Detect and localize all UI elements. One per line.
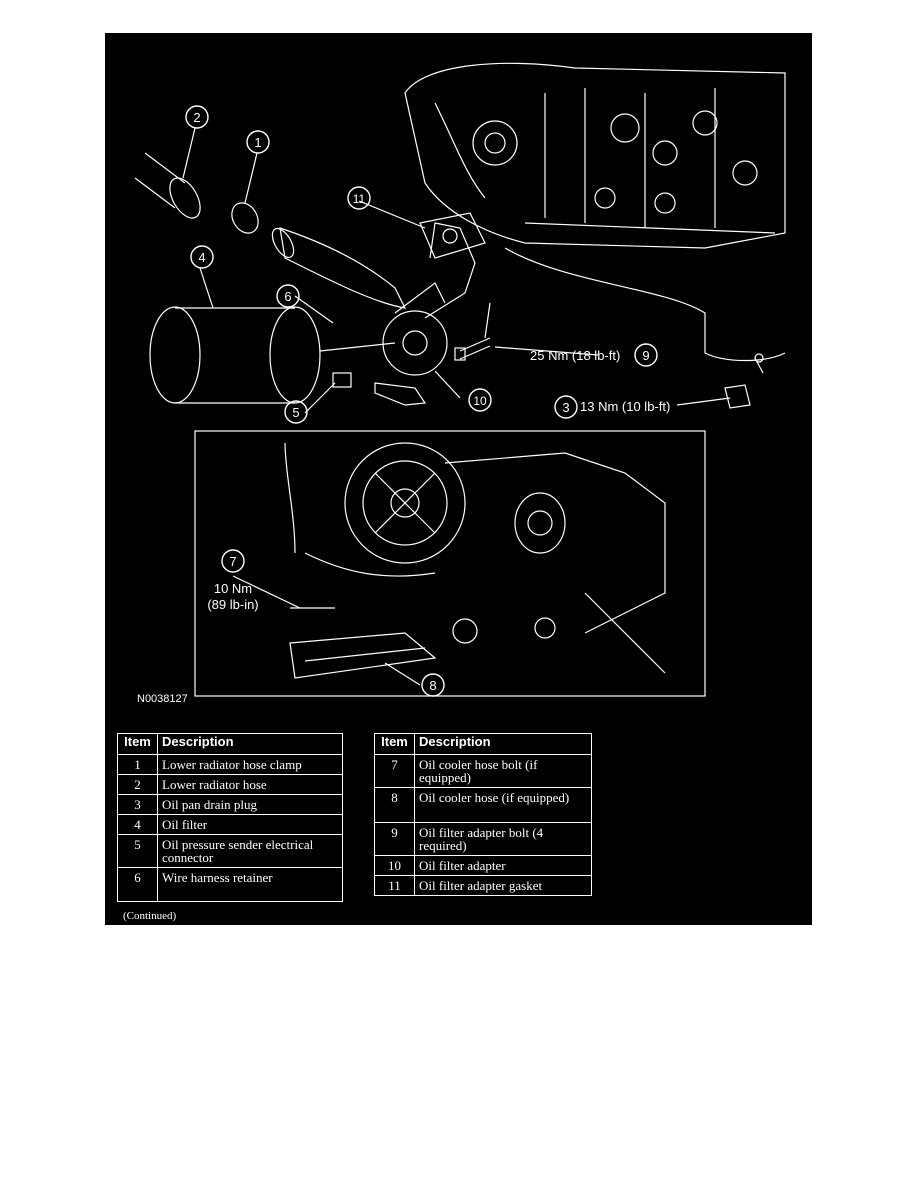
row-item: 6 bbox=[117, 867, 158, 902]
callout-7: 7 bbox=[229, 554, 236, 569]
row-item: 2 bbox=[117, 774, 158, 795]
radiator-hose-drawing bbox=[134, 152, 407, 309]
continued-note: (Continued) bbox=[123, 910, 177, 922]
callout-5: 5 bbox=[292, 405, 299, 420]
header-item: Item bbox=[374, 733, 415, 755]
callout-10: 10 bbox=[473, 394, 487, 408]
engine-illustration: 1 2 3 13 Nm (10 lb-ft) 4 5 6 7 10 Nm (89… bbox=[134, 62, 786, 697]
row-description: Oil pan drain plug bbox=[157, 794, 343, 815]
table-header-row: Item Description bbox=[117, 733, 343, 755]
callout-numbers: 1 2 3 13 Nm (10 lb-ft) 4 5 6 7 10 Nm (89… bbox=[193, 110, 670, 693]
adapter-bolt-drawing bbox=[454, 302, 491, 361]
callout-1: 1 bbox=[254, 135, 261, 150]
row-item: 9 bbox=[374, 822, 415, 856]
row-description: Oil filter adapter gasket bbox=[414, 875, 592, 896]
row-description: Wire harness retainer bbox=[157, 867, 343, 902]
row-description: Oil filter bbox=[157, 814, 343, 835]
oil-filter-adapter-drawing bbox=[319, 222, 476, 376]
gasket-drawing bbox=[419, 212, 486, 259]
row-description: Lower radiator hose bbox=[157, 774, 343, 795]
row-description: Oil cooler hose bolt (if equipped) bbox=[414, 754, 592, 788]
row-description: Oil pressure sender electrical connector bbox=[157, 834, 343, 868]
engine-block-drawing bbox=[404, 62, 786, 362]
callout-4: 4 bbox=[198, 250, 205, 265]
table-header-row: Item Description bbox=[374, 733, 592, 755]
row-item: 10 bbox=[374, 855, 415, 876]
callout-3: 3 bbox=[562, 400, 569, 415]
row-item: 1 bbox=[117, 754, 158, 775]
callout-2: 2 bbox=[193, 110, 200, 125]
callout-3-torque: 13 Nm (10 lb-ft) bbox=[580, 399, 670, 414]
callout-circles bbox=[185, 105, 658, 697]
row-item: 3 bbox=[117, 794, 158, 815]
row-item: 4 bbox=[117, 814, 158, 835]
callout-9: 9 bbox=[642, 348, 649, 363]
callout-9-torque: 25 Nm (18 lb-ft) bbox=[530, 348, 620, 363]
leader-lines bbox=[182, 127, 731, 686]
inset-detail-drawing bbox=[194, 430, 706, 697]
row-item: 7 bbox=[374, 754, 415, 788]
row-description: Lower radiator hose clamp bbox=[157, 754, 343, 775]
row-item: 5 bbox=[117, 834, 158, 868]
callout-6: 6 bbox=[284, 289, 291, 304]
row-item: 11 bbox=[374, 875, 415, 896]
row-description: Oil filter adapter bolt (4 required) bbox=[414, 822, 592, 856]
figure-id: N0038127 bbox=[137, 693, 188, 705]
sender-connector-drawing bbox=[332, 372, 427, 406]
callout-7-torque-line2: (89 lb-in) bbox=[207, 597, 258, 612]
row-description: Oil filter adapter bbox=[414, 855, 592, 876]
callout-8: 8 bbox=[429, 678, 436, 693]
header-description: Description bbox=[157, 733, 343, 755]
callout-7-torque-line1: 10 Nm bbox=[214, 581, 252, 596]
exploded-diagram-figure: 1 2 3 13 Nm (10 lb-ft) 4 5 6 7 10 Nm (89… bbox=[105, 33, 812, 925]
drain-plug-drawing bbox=[724, 353, 764, 409]
callout-11: 11 bbox=[353, 192, 366, 206]
row-description: Oil cooler hose (if equipped) bbox=[414, 787, 592, 823]
header-item: Item bbox=[117, 733, 158, 755]
header-description: Description bbox=[414, 733, 592, 755]
oil-filter-drawing bbox=[149, 306, 321, 404]
row-item: 8 bbox=[374, 787, 415, 823]
